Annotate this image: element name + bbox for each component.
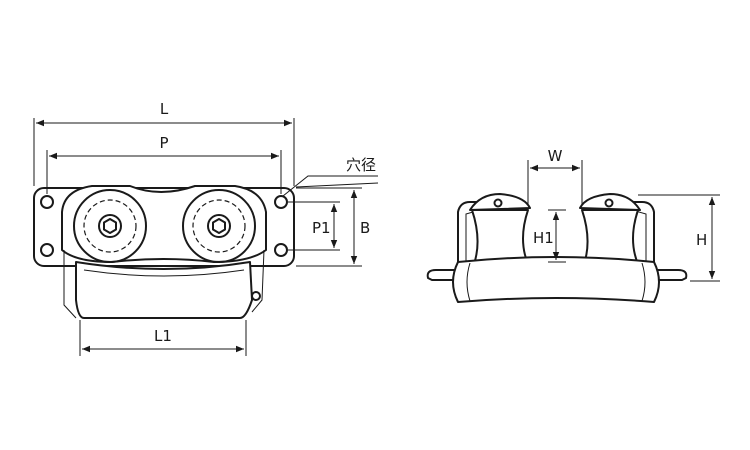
dim-label-hole: 穴径 xyxy=(346,156,376,174)
dim-label-L: L xyxy=(160,100,169,118)
vertical-roller-right xyxy=(182,189,256,263)
base-foot-right xyxy=(655,269,688,281)
vertical-roller-right-front xyxy=(579,193,641,265)
roller-housing xyxy=(61,185,267,263)
horizontal-roller xyxy=(75,261,253,319)
dim-label-B: B xyxy=(360,219,370,237)
vertical-roller-left-front xyxy=(469,193,531,265)
dim-label-H: H xyxy=(696,231,707,249)
top-view: L P L1 P1 B 穴径 xyxy=(33,100,379,356)
mounting-holes xyxy=(40,195,288,257)
dim-label-P: P xyxy=(159,134,168,152)
front-view: W H1 H xyxy=(426,147,720,303)
dim-label-P1: P1 xyxy=(312,219,331,237)
frame xyxy=(457,201,655,271)
dim-label-H1: H1 xyxy=(533,229,554,247)
grease-nipple xyxy=(251,291,261,301)
dim-label-L1: L1 xyxy=(154,327,172,345)
base-plate xyxy=(33,187,295,267)
dim-label-W: W xyxy=(548,147,563,165)
hole-leader xyxy=(282,175,378,197)
vertical-roller-left xyxy=(73,189,147,263)
horizontal-roller-front xyxy=(452,256,660,303)
